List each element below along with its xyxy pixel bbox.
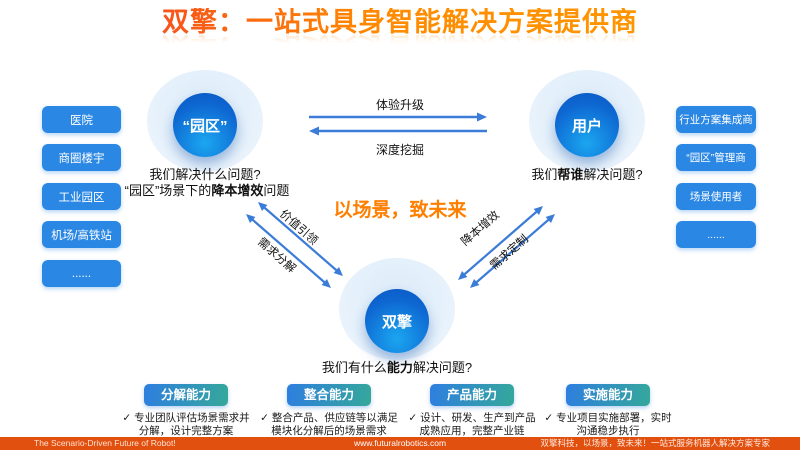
capability-column-implement: 实施能力 ✓ 专业项目实施部署，实时 沟通稳步执行 <box>523 384 693 438</box>
role-button-more[interactable]: ...... <box>676 221 756 248</box>
capability-button-implement[interactable]: 实施能力 <box>566 384 650 406</box>
capability-desc-integrate: ✓ 整合产品、供应链等以满足 模块化分解后的场景需求 <box>260 412 398 437</box>
capability-column-integrate: 整合能力 ✓ 整合产品、供应链等以满足 模块化分解后的场景需求 <box>244 384 414 438</box>
capability-desc-implement: ✓ 专业项目实施部署，实时 沟通稳步执行 <box>544 412 672 437</box>
engine-node: 双擎 <box>365 289 429 353</box>
engine-question: 我们有什么能力解决问题? <box>321 360 473 375</box>
scene-button-hospital[interactable]: 医院 <box>42 106 121 133</box>
footer-bar: The Scenario-Driven Future of Robot! www… <box>0 437 800 450</box>
scene-button-more[interactable]: ...... <box>42 260 121 287</box>
footer-tagline-cn: 双擎科技，以场景，致未来！一站式服务机器人解决方案专家 <box>540 438 770 448</box>
footer-tagline-en: The Scenario-Driven Future of Robot! <box>34 438 176 448</box>
check-icon: ✓ <box>122 412 132 424</box>
park-question-line2: “园区”场景下的降本增效问题 <box>124 183 290 198</box>
capability-button-product[interactable]: 产品能力 <box>430 384 514 406</box>
slogan-text: 以场景，致未来 <box>333 200 467 221</box>
page-title-reflection: 双擎：一站式具身智能解决方案提供商 <box>0 31 800 61</box>
user-node: 用户 <box>555 93 619 157</box>
capability-button-integrate[interactable]: 整合能力 <box>287 384 371 406</box>
capability-desc-product: ✓ 设计、研发、生产到产品 成熟应用，完整产业链 <box>408 412 536 437</box>
page-title: 双擎：一站式具身智能解决方案提供商 <box>162 7 638 37</box>
user-question: 我们帮谁解决问题? <box>531 167 643 182</box>
relation-label-deep-mining: 深度挖掘 <box>375 143 424 157</box>
role-button-park-manager[interactable]: “园区”管理商 <box>676 144 756 171</box>
role-button-integrator[interactable]: 行业方案集成商 <box>676 106 756 133</box>
scene-button-mall[interactable]: 商圈楼宇 <box>42 144 121 171</box>
scene-button-airport[interactable]: 机场/高铁站 <box>42 221 121 248</box>
check-icon: ✓ <box>544 412 554 424</box>
park-user-arrows <box>309 112 487 136</box>
check-icon: ✓ <box>260 412 269 424</box>
capability-column-product: 产品能力 ✓ 设计、研发、生产到产品 成熟应用，完整产业链 <box>387 384 557 438</box>
capability-button-decompose[interactable]: 分解能力 <box>144 384 228 406</box>
park-question-line1: 我们解决什么问题? <box>149 167 261 182</box>
user-engine-arrows <box>458 206 555 288</box>
check-icon: ✓ <box>408 412 418 424</box>
footer-website: www.futuralrobotics.com <box>353 438 447 448</box>
capability-desc-decompose: ✓ 专业团队评估场景需求并 分解，设计完整方案 <box>122 412 250 437</box>
relation-label-experience-upgrade: 体验升级 <box>375 98 424 112</box>
role-button-scene-user[interactable]: 场景使用者 <box>676 183 756 210</box>
scene-button-industrial-park[interactable]: 工业园区 <box>42 183 121 210</box>
title-block: 双擎：一站式具身智能解决方案提供商 双擎：一站式具身智能解决方案提供商 <box>0 7 800 61</box>
capability-column-decompose: 分解能力 ✓ 专业团队评估场景需求并 分解，设计完整方案 <box>101 384 271 438</box>
park-engine-arrows <box>246 202 343 288</box>
park-node: “园区” <box>173 93 237 157</box>
